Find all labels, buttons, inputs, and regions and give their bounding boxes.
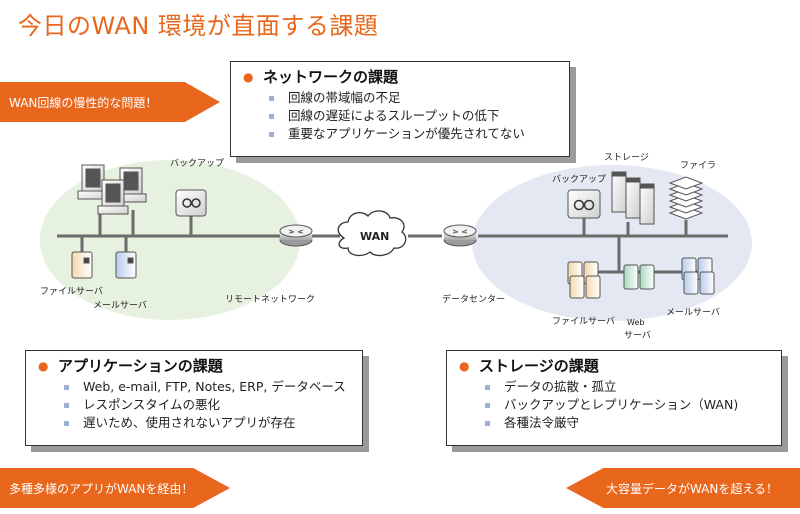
remote-network-label: リモートネットワーク <box>225 295 316 305</box>
web-server-label-line2: サーバ <box>624 331 651 341</box>
list-item: Web, e-mail, FTP, Notes, ERP, データベース <box>64 378 352 396</box>
bullet-icon: ● <box>459 358 470 373</box>
data-over-wan-banner: 大容量データがWANを超える！ <box>566 468 800 508</box>
list-item: レスポンスタイムの悪化 <box>64 396 352 414</box>
list-item: データの拡散・孤立 <box>485 378 771 396</box>
storage-issues-heading: ● ストレージの課題 <box>459 357 599 375</box>
square-bullet-icon <box>64 384 69 390</box>
remote-backup-label: バックアップ <box>170 159 225 169</box>
application-issues-callout: ● アプリケーションの課題 Web, e-mail, FTP, Notes, E… <box>25 350 363 446</box>
application-issues-heading: ● アプリケーションの課題 <box>38 357 223 375</box>
filer-icon <box>668 176 704 220</box>
remote-router-icon <box>279 224 313 247</box>
data-over-wan-text: 大容量データがWANを超える！ <box>605 481 778 496</box>
storage-issues-callout: ● ストレージの課題 データの拡散・孤立 バックアップとレプリケーション（WAN… <box>446 350 782 446</box>
list-item: 各種法令厳守 <box>485 414 771 432</box>
storage-array-icon <box>611 171 655 225</box>
square-bullet-icon <box>64 402 69 408</box>
web-server-label-line1: Web <box>627 318 645 327</box>
datacenter-backup-icon <box>567 189 601 219</box>
apps-over-wan-text: 多種多様のアプリがWANを経由！ <box>9 481 194 496</box>
remote-file-server-icon <box>71 251 93 279</box>
wan-problem-text: WAN回線の慢性的な問題！ <box>9 95 158 110</box>
list-item: 重要なアプリケーションが優先されてない <box>269 125 559 143</box>
apps-over-wan-banner: 多種多様のアプリがWANを経由！ <box>0 468 230 508</box>
page-title: 今日のWAN 環境が直面する課題 <box>18 12 379 40</box>
square-bullet-icon <box>269 95 274 101</box>
square-bullet-icon <box>485 420 490 426</box>
datacenter-backup-label: バックアップ <box>552 175 607 185</box>
square-bullet-icon <box>64 420 69 426</box>
application-issues-list: Web, e-mail, FTP, Notes, ERP, データベース レスポ… <box>64 378 352 432</box>
web-server-icon <box>623 264 655 290</box>
square-bullet-icon <box>269 113 274 119</box>
square-bullet-icon <box>485 402 490 408</box>
list-item: 遅いため、使用されないアプリが存在 <box>64 414 352 432</box>
list-item: 回線の帯域幅の不足 <box>269 89 559 107</box>
square-bullet-icon <box>485 384 490 390</box>
network-issues-heading: ● ネットワークの課題 <box>243 68 399 86</box>
square-bullet-icon <box>269 131 274 137</box>
list-item: 回線の遅延によるスループットの低下 <box>269 107 559 125</box>
storage-label: ストレージ <box>604 153 649 163</box>
datacenter-file-server-icon <box>567 261 601 299</box>
datacenter-file-server-label: ファイルサーバ <box>552 317 615 327</box>
datacenter-mail-server-label: メールサーバ <box>666 308 720 318</box>
datacenter-mail-server-icon <box>681 257 715 295</box>
wan-cloud-icon <box>337 210 407 257</box>
filer-label: ファイラ <box>680 161 717 171</box>
network-issues-list: 回線の帯域幅の不足 回線の遅延によるスループットの低下 重要なアプリケーションが… <box>269 89 559 143</box>
remote-backup-icon <box>175 189 207 217</box>
datacenter-router-icon <box>443 224 477 247</box>
datacenter-label: データセンター <box>442 295 506 305</box>
network-issues-callout: ● ネットワークの課題 回線の帯域幅の不足 回線の遅延によるスループットの低下 … <box>230 61 570 157</box>
wan-problem-banner: WAN回線の慢性的な問題！ <box>0 82 220 122</box>
bullet-icon: ● <box>38 358 49 373</box>
bullet-icon: ● <box>243 69 254 84</box>
remote-mail-server-label: メールサーバ <box>93 301 147 311</box>
list-item: バックアップとレプリケーション（WAN) <box>485 396 771 414</box>
remote-file-server-label: ファイルサーバ <box>40 287 103 297</box>
remote-mail-server-icon <box>115 251 137 279</box>
storage-issues-list: データの拡散・孤立 バックアップとレプリケーション（WAN) 各種法令厳守 <box>485 378 771 432</box>
pc-icon <box>77 164 147 215</box>
wan-label: WAN <box>360 230 390 243</box>
